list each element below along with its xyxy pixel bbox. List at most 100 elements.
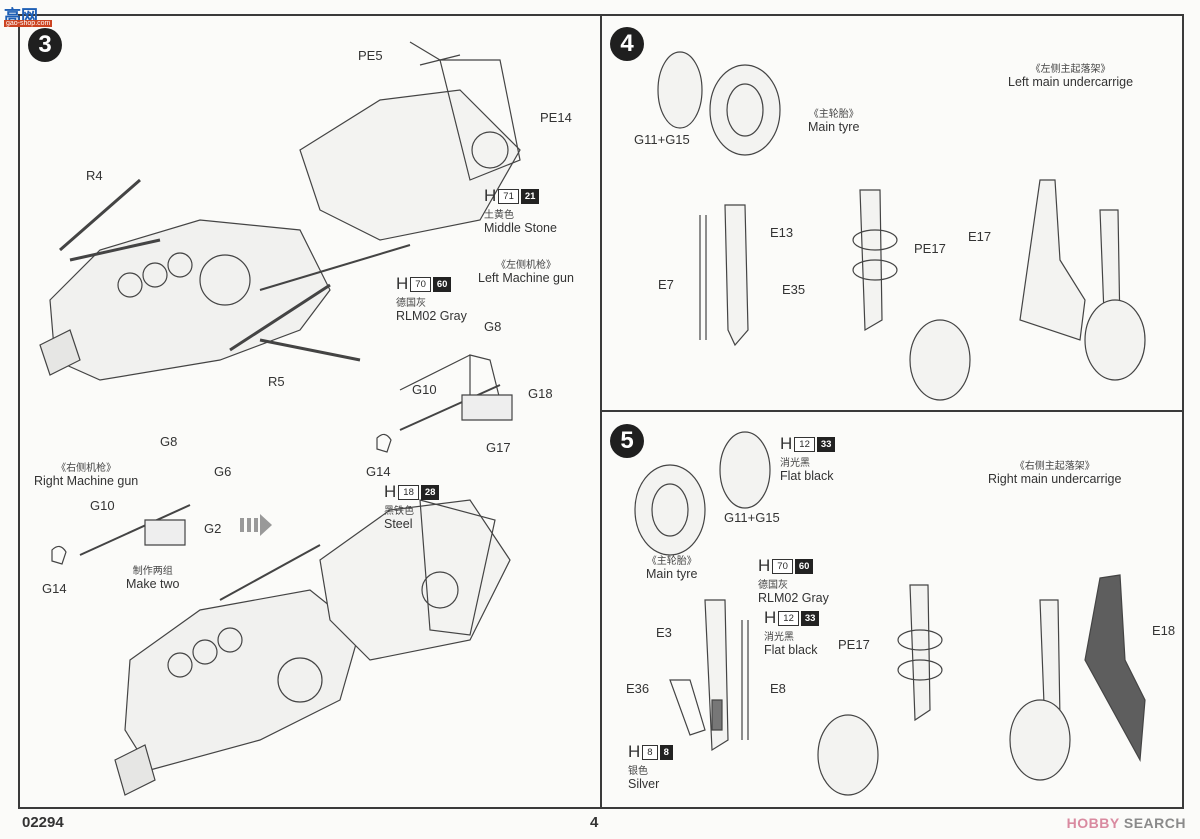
paint-prefix: H [384,482,397,501]
caption-right-main-undercarrige: 《右侧主起落架》 Right main undercarrige [988,457,1121,486]
paint-name-cn: 银色 [628,766,648,777]
part-label: E8 [770,681,786,696]
part-label: G6 [214,464,232,479]
part-label: E7 [658,277,674,292]
caption-cn: 《右侧主起落架》 [1014,461,1095,472]
paint-code-b: 60 [794,558,814,574]
gao-shop-watermark: 高网 gao-shop.com [2,2,80,28]
caption-en: Right Machine gun [34,474,139,488]
part-label: E13 [770,225,794,240]
part-label: PE5 [358,48,383,63]
part-label: G10 [90,498,115,513]
part-label: G18 [528,386,553,401]
paint-name-en: RLM02 Gray [396,309,467,323]
paint-name-cn: 消光黑 [764,632,794,643]
part-label: G10 [412,382,437,397]
part-label: E17 [968,229,992,244]
undercarriage-left-illustration [657,51,1146,401]
paint-name-cn: 德国灰 [758,580,788,591]
process-arrow-icon [240,514,272,536]
part-label: E35 [782,282,806,297]
hobby-search-watermark: HOBBY SEARCH [1067,815,1186,831]
part-label: G8 [484,319,502,334]
caption-main-tyre: 《主轮胎》 Main tyre [646,552,697,581]
engine-illustration-lower [51,384,513,796]
paint-name-en: Middle Stone [484,221,557,235]
part-label: PE17 [838,637,870,652]
part-label: PE17 [914,241,946,256]
part-label: G14 [42,581,67,596]
caption-cn: 《主轮胎》 [808,109,859,120]
watermark-brand-a: HOBBY [1066,815,1120,831]
paint-code-b: 33 [800,610,820,626]
paint-code-a: 70 [410,276,431,292]
caption-en: Right main undercarrige [988,472,1122,486]
paint-prefix: H [484,186,497,205]
caption-en: Main tyre [646,567,698,581]
paint-code-a: 18 [398,484,419,500]
part-label: E3 [656,625,672,640]
page-number: 4 [590,814,599,831]
paint-code-b: 8 [659,744,673,760]
caption-cn: 《主轮胎》 [646,556,697,567]
caption-make-two: 制作两组 Make two [126,562,180,591]
caption-left-machine-gun: 《左侧机枪》 Left Machine gun [478,256,574,285]
paint-name-en: Flat black [764,643,818,657]
paint-name-cn: 黑铁色 [384,506,414,517]
paint-name-en: Steel [384,517,413,531]
paint-name-cn: 德国灰 [396,298,426,309]
caption-cn: 制作两组 [132,566,173,577]
paint-code-b: 21 [520,188,540,204]
part-label: G14 [366,464,391,479]
paint-code-b: 33 [816,436,836,452]
paint-code-a: 12 [794,436,815,452]
part-label: G2 [204,521,222,536]
caption-cn: 《右侧机枪》 [56,463,117,474]
part-label: G8 [160,434,178,449]
undercarriage-right-illustration [634,431,1146,796]
caption-left-main-undercarrige: 《左侧主起落架》 Left main undercarrige [1008,60,1133,89]
watermark-brand-b: SEARCH [1123,815,1186,831]
caption-en: Left main undercarrige [1008,75,1134,89]
step-number-3: 3 [28,28,62,62]
paint-prefix: H [628,742,641,761]
paint-code-a: 70 [772,558,793,574]
caption-main-tyre: 《主轮胎》 Main tyre [808,105,859,134]
paint-name-en: RLM02 Gray [758,591,829,605]
paint-prefix: H [780,434,793,453]
part-label: R5 [268,374,285,389]
paint-code-b: 28 [420,484,440,500]
part-label: G11+G15 [634,132,690,147]
caption-en: Main tyre [808,120,860,134]
paint-code-b: 60 [432,276,452,292]
caption-right-machine-gun: 《右侧机枪》 Right Machine gun [34,459,138,488]
caption-en: Left Machine gun [478,271,574,285]
part-label: PE14 [540,110,572,125]
watermark-sub: gao-shop.com [4,20,53,27]
paint-name-cn: 土黄色 [484,210,514,221]
step-number-4: 4 [610,27,644,61]
product-code: 02294 [22,814,64,831]
paint-code-a: 8 [642,744,658,760]
part-label: G17 [486,440,511,455]
paint-code-a: 71 [498,188,519,204]
step-number-5: 5 [610,424,644,458]
caption-cn: 《左侧机枪》 [495,260,556,271]
engine-illustration-upper [39,41,521,411]
part-label: E36 [626,681,650,696]
paint-code-a: 12 [778,610,799,626]
paint-name-cn: 消光黑 [780,458,810,469]
paint-prefix: H [758,556,771,575]
part-label: G11+G15 [724,510,780,525]
caption-en: Make two [126,577,180,591]
step-5-panel [600,410,1184,809]
step-3-panel [18,14,603,809]
